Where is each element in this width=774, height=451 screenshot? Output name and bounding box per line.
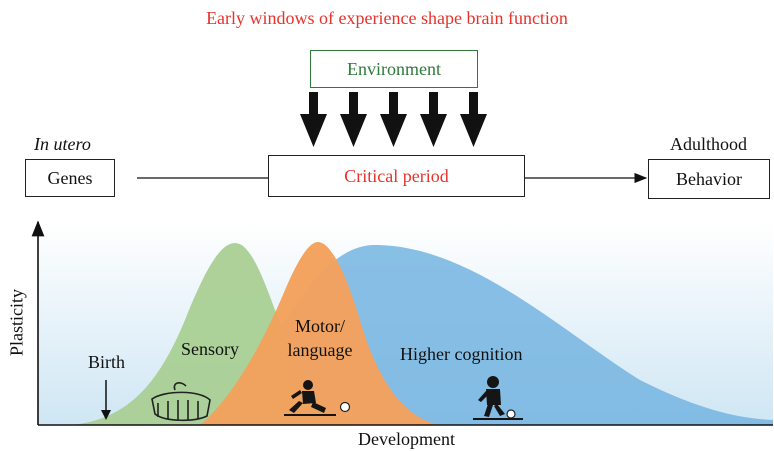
down-arrow-icon bbox=[340, 92, 367, 147]
down-arrow-icon bbox=[420, 92, 447, 147]
critical-period-box: Critical period bbox=[268, 155, 525, 197]
running-child-icon bbox=[284, 380, 351, 416]
down-arrow-icon bbox=[300, 92, 327, 147]
behavior-label: Behavior bbox=[676, 168, 742, 189]
down-arrow-icon bbox=[380, 92, 407, 147]
birth-arrow-icon bbox=[101, 380, 111, 420]
in-utero-caption: In utero bbox=[34, 134, 91, 154]
critical-period-label: Critical period bbox=[344, 165, 449, 186]
higher-cognition-label: Higher cognition bbox=[400, 344, 523, 364]
environment-arrows bbox=[300, 92, 487, 147]
motor-label-line1: Motor/ bbox=[294, 316, 345, 336]
diagram-title: Early windows of experience shape brain … bbox=[206, 8, 568, 28]
kicking-child-icon bbox=[473, 376, 523, 420]
down-arrow-icon bbox=[460, 92, 487, 147]
genes-box: Genes bbox=[25, 159, 115, 197]
environment-box: Environment bbox=[310, 50, 478, 88]
adulthood-caption: Adulthood bbox=[670, 134, 748, 154]
motor-language-curve bbox=[200, 242, 440, 425]
birth-label: Birth bbox=[88, 352, 126, 372]
x-axis-label: Development bbox=[358, 429, 455, 449]
environment-label: Environment bbox=[347, 58, 441, 79]
sensory-label: Sensory bbox=[181, 339, 239, 359]
motor-label-line2: language bbox=[287, 340, 353, 360]
crib-icon bbox=[151, 381, 211, 422]
behavior-box: Behavior bbox=[648, 159, 770, 199]
genes-label: Genes bbox=[47, 167, 93, 188]
y-axis-label: Plasticity bbox=[6, 289, 27, 356]
